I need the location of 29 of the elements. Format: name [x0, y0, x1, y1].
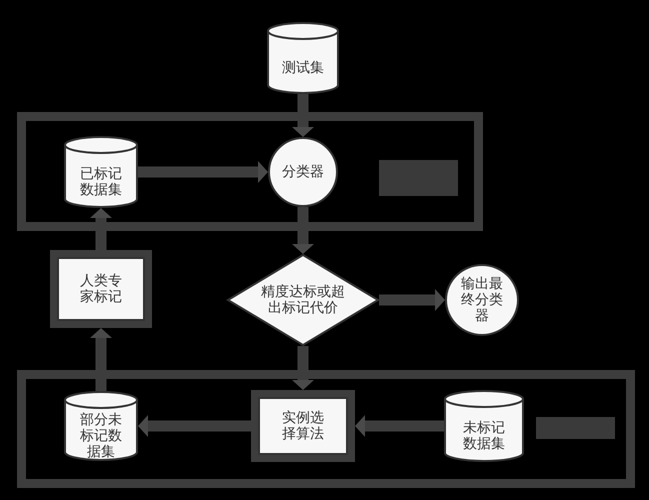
arrow — [138, 161, 268, 183]
database-cylinder — [64, 136, 138, 208]
database-cylinder — [444, 390, 524, 462]
node-label: 未标记数据集 — [462, 420, 506, 452]
process-box — [50, 250, 152, 328]
node-label: 部分未标记数据集 — [79, 412, 123, 460]
arrow — [292, 207, 314, 254]
group-frame — [17, 112, 483, 231]
node-label: 测试集 — [281, 60, 325, 76]
process-box — [251, 390, 355, 462]
node-label: 实例选择算法 — [281, 410, 325, 442]
node-label: 已标记数据集 — [79, 166, 123, 198]
node-label: 输出最终分类器 — [460, 276, 504, 324]
database-cylinder — [64, 391, 138, 461]
label-patch — [536, 417, 615, 439]
database-cylinder — [267, 22, 339, 94]
arrow — [292, 94, 314, 137]
node-label: 分类器 — [281, 164, 325, 180]
label-patch — [379, 160, 458, 196]
arrow — [90, 208, 112, 250]
arrow — [355, 415, 444, 437]
group-frame — [17, 370, 635, 488]
arrow — [138, 415, 251, 437]
arrow — [379, 289, 445, 311]
arrow — [90, 328, 112, 391]
arrow — [292, 346, 314, 390]
node-label: 精度达标或超出标记代价 — [260, 284, 346, 316]
decision-diamond — [227, 254, 379, 346]
node-label: 人类专家标记 — [79, 272, 123, 306]
